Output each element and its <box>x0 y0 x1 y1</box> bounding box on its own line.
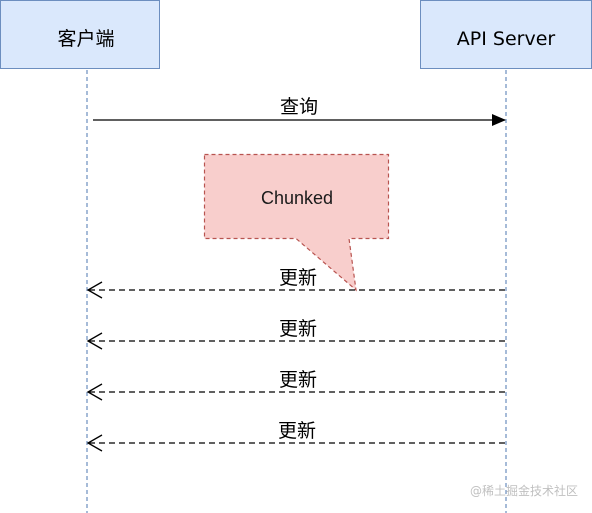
update-arrowhead-2 <box>86 332 103 350</box>
client-label: 客户端 <box>57 28 114 50</box>
update-arrowhead-4 <box>86 434 103 452</box>
update-message-1: 更新 <box>86 267 505 299</box>
update-arrowhead-3 <box>86 383 103 401</box>
update-arrowhead-1 <box>86 281 103 299</box>
update-message-2: 更新 <box>86 318 505 350</box>
update-label-2: 更新 <box>279 318 317 340</box>
update-label-4: 更新 <box>278 420 316 442</box>
chunked-note: Chunked <box>203 153 390 292</box>
update-label-1: 更新 <box>279 267 317 289</box>
chunked-note-label: Chunked <box>261 188 333 208</box>
query-message: 查询 <box>93 96 506 126</box>
update-label-3: 更新 <box>279 369 317 391</box>
update-message-3: 更新 <box>86 369 505 401</box>
server-participant: API Server <box>420 0 592 69</box>
watermark: @稀土掘金技术社区 <box>469 484 578 498</box>
chunked-note-shape <box>203 153 390 292</box>
server-box <box>420 0 592 69</box>
client-participant: 客户端 <box>0 0 160 69</box>
server-label: API Server <box>457 28 556 50</box>
query-label: 查询 <box>280 96 318 118</box>
update-message-4: 更新 <box>86 420 505 452</box>
client-box <box>0 0 160 69</box>
